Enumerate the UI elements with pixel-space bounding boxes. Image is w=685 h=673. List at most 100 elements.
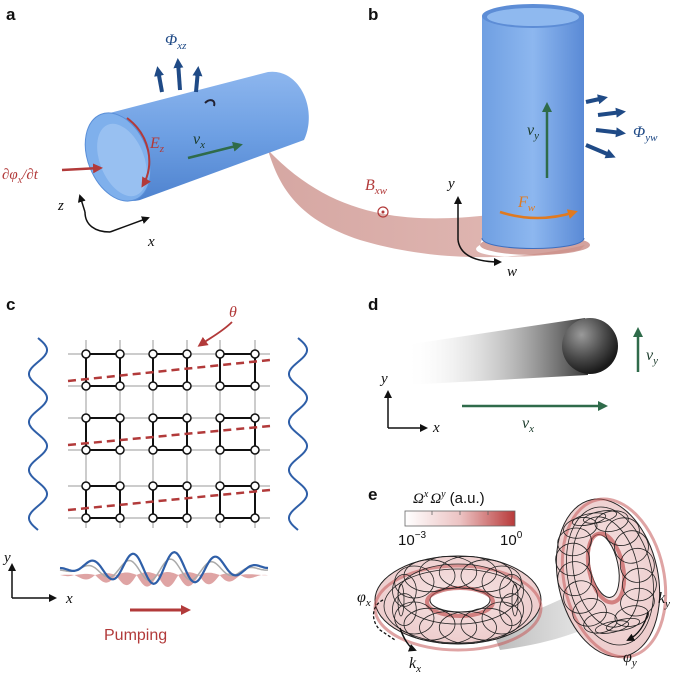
colorbar-max: 100 [500, 530, 523, 549]
panel-label-a: a [6, 5, 16, 24]
panel-c: c θ Pumping y x [2, 295, 308, 644]
plaquette [219, 417, 256, 451]
lattice-site [215, 481, 225, 491]
x-axis-a [109, 216, 150, 233]
theta-arrow [197, 321, 233, 347]
x-label-d: x [432, 420, 440, 436]
plaquette [152, 353, 188, 387]
pumping-label: Pumping [104, 627, 167, 644]
phi-yw-arrow-2 [597, 107, 626, 118]
motion-trail [405, 318, 588, 385]
kx-label: kx [409, 655, 421, 673]
lattice-site [215, 413, 225, 423]
torus-horizontal [373, 555, 543, 652]
phi-xz-arrow-3 [192, 66, 203, 93]
lattice-site [81, 481, 91, 491]
lattice-site [182, 349, 192, 359]
plaquette [219, 485, 256, 519]
ky-label: ky [658, 590, 670, 610]
z-axis-a [77, 194, 86, 213]
pump-wave-blue [59, 551, 269, 585]
lattice-site [148, 381, 158, 391]
side-wave-right [288, 337, 308, 531]
lattice-site [215, 381, 225, 391]
ky-arrow [626, 611, 649, 641]
fw-label: Fw [517, 194, 536, 214]
lattice-site [182, 445, 192, 455]
lattice-grid [68, 340, 270, 528]
lattice-site [250, 513, 260, 523]
x-label-a: x [147, 234, 155, 250]
lattice-site [250, 445, 260, 455]
panel-label-b: b [368, 5, 378, 24]
phi-xz-arrow-1 [154, 66, 164, 93]
panel-a: a Φxz Ez vx ∂φx/∂t Bxw z x [2, 5, 585, 258]
tilted-dash-line [67, 488, 271, 512]
lattice-plaquettes [81, 349, 260, 523]
dphidt-arrow [61, 163, 103, 174]
lattice-site [215, 513, 225, 523]
lattice-site [148, 481, 158, 491]
ez-arrow [126, 117, 151, 188]
vy-label-d: vy [646, 347, 658, 367]
vy-label-b: vy [527, 122, 539, 142]
plaquette [85, 353, 121, 387]
plaquette [152, 485, 188, 519]
plaquette [219, 353, 256, 387]
y-label-b: y [446, 176, 455, 192]
x-label-c: x [65, 591, 73, 607]
panel-label-c: c [6, 295, 15, 314]
lattice-site [148, 445, 158, 455]
lattice-site [148, 513, 158, 523]
phi-yw-arrow-4 [585, 143, 616, 159]
lattice-site [81, 445, 91, 455]
y-label-c: y [2, 550, 11, 566]
lattice-site [115, 481, 125, 491]
lattice-site [115, 413, 125, 423]
lattice-site [81, 513, 91, 523]
theta-label: θ [229, 304, 237, 321]
panel-b: b vy Fw Φyw y w [368, 4, 658, 280]
vx-label-d: vx [522, 415, 534, 435]
lattice-site [148, 349, 158, 359]
kx-arrow [399, 627, 417, 652]
phi-yw-arrow-3 [595, 127, 626, 138]
lattice-site [250, 413, 260, 423]
lattice-site [81, 381, 91, 391]
lattice-site [250, 349, 260, 359]
phi-yw-arrow-1 [585, 94, 608, 105]
plaquette [152, 417, 188, 451]
lattice-site [215, 349, 225, 359]
cylinder-b [482, 16, 584, 249]
out-of-plane-dot [381, 210, 385, 214]
plaquette [85, 485, 121, 519]
lattice-site [115, 445, 125, 455]
lattice-site [182, 513, 192, 523]
w-label-b: w [507, 264, 517, 280]
lattice-site [250, 481, 260, 491]
torus-vertical [555, 497, 668, 659]
bxw-label: Bxw [365, 177, 388, 197]
lattice-site [115, 349, 125, 359]
ribbon-bxw [268, 150, 585, 258]
tilted-dashed-lines [67, 358, 271, 512]
lattice-site [215, 445, 225, 455]
particle-ball [562, 318, 618, 374]
dphidt-label: ∂φx/∂t [2, 167, 39, 186]
lattice-site [182, 381, 192, 391]
phiy-label: φy [623, 649, 637, 669]
panel-label-e: e [368, 485, 377, 504]
tilted-dash-line [67, 358, 271, 383]
z-label-a: z [57, 198, 64, 214]
panel-label-d: d [368, 295, 378, 314]
phi-xz-arrow-2 [173, 58, 184, 91]
vx-label-a: vx [193, 131, 205, 151]
lattice-site [115, 513, 125, 523]
side-wave-left [28, 337, 48, 531]
lattice-site [182, 481, 192, 491]
plaquette [85, 417, 121, 451]
lattice-site [115, 381, 125, 391]
